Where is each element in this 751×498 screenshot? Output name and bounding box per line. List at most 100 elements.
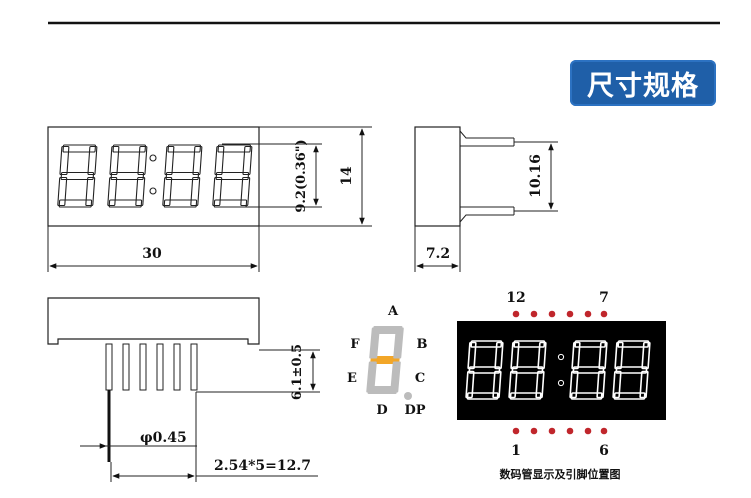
segment-c [535,370,545,399]
segment-d [367,386,398,394]
segment-f [109,145,120,176]
segment-g [370,356,400,364]
segment-f [59,145,70,176]
segment-e [465,370,475,399]
pin-dot [584,310,592,318]
segment-a [112,144,146,153]
pin-number-bottom-right: 6 [599,443,609,459]
segment-g [615,366,648,374]
segment-a [62,144,96,153]
pin-leg [105,343,113,391]
front-view: 30 14 9.2(0.36") [47,126,372,272]
pin-view-body [47,297,260,345]
segment-b [192,145,203,176]
segment-b [137,145,148,176]
pin-number-top-right: 7 [599,290,609,306]
segment-b [537,341,547,370]
front-width-label: 30 [142,246,162,262]
segment-c [639,370,649,399]
segment-g [468,366,501,374]
segment-g [215,171,250,181]
front-digit-row [57,144,253,208]
segment-e [212,176,223,207]
pin-leg [139,343,147,391]
segment-c [492,370,502,399]
segment-d [58,199,93,208]
module-panel [457,321,666,420]
segment-e [57,176,68,207]
side-pin-upper [459,130,514,139]
segment-b [242,145,253,176]
segment-e [366,361,377,393]
segment-a [574,340,607,348]
segment-a [617,340,650,348]
segment-label-dp: DP [404,403,425,418]
side-body-outline [414,126,461,227]
pin-dot [584,427,592,435]
segment-c [135,176,146,207]
segment-label-c: C [415,371,425,386]
module-digit-row [465,340,651,400]
seven-segment-digit [212,144,253,208]
seven-segment-digit [107,144,148,208]
segment-a [470,340,503,348]
pin-dot [600,427,608,435]
segment-f [214,145,225,176]
front-colon-upper [149,154,157,162]
segment-label-d: D [376,403,387,418]
segment-label-a: A [387,304,399,319]
pin-leg [173,343,181,391]
pin-leg [122,343,130,391]
segment-b [598,341,608,370]
pin-leg [190,343,198,391]
segment-e [569,370,579,399]
segment-f [571,341,581,370]
seven-segment-digit [569,340,608,400]
segment-c [596,370,606,399]
segment-e [162,176,173,207]
segment-f [369,327,380,359]
segment-d [509,392,542,400]
pin-dot [512,427,520,435]
pin-diameter-label: φ0.45 [140,430,187,446]
segment-f [510,341,520,370]
segment-a [217,144,251,153]
segment-label-e: E [347,371,357,386]
side-view: 10.16 7.2 [414,126,558,272]
segment-c [240,176,251,207]
segment-map-dp-dot [404,392,412,400]
segment-c [190,176,201,207]
pin-length-label: 6.1±0.5 [290,344,305,400]
segment-e [107,176,118,207]
pin-dot [600,310,608,318]
segment-g [165,171,200,181]
segment-d [570,392,603,400]
side-span-label: 10.16 [528,154,544,198]
section-title: 尺寸规格 [587,70,699,102]
seven-segment-digit [465,340,504,400]
pin-dot-row-top [512,310,608,318]
side-pin-lower [459,214,514,223]
pin-dot [548,427,556,435]
pin-view: 6.1±0.5 φ0.45 2.54*5=12.7 [47,297,320,482]
segment-b [87,145,98,176]
segment-d [466,392,499,400]
segment-d [108,199,143,208]
pin-dot [530,427,538,435]
pin-leg [156,343,164,391]
pin-pitch-label: 2.54*5=12.7 [214,458,311,474]
segment-a [372,326,403,334]
segment-map: A F B G E C D DP [347,304,427,418]
segment-f [467,341,477,370]
segment-g [60,171,95,181]
module-caption: 数码管显示及引脚位置图 [500,467,621,481]
front-colon-lower [149,187,157,195]
front-body-outline [47,126,260,227]
segment-map-digit [366,326,404,394]
segment-e [612,370,622,399]
segment-f [614,341,624,370]
segment-label-f: F [350,337,360,352]
segment-a [167,144,201,153]
